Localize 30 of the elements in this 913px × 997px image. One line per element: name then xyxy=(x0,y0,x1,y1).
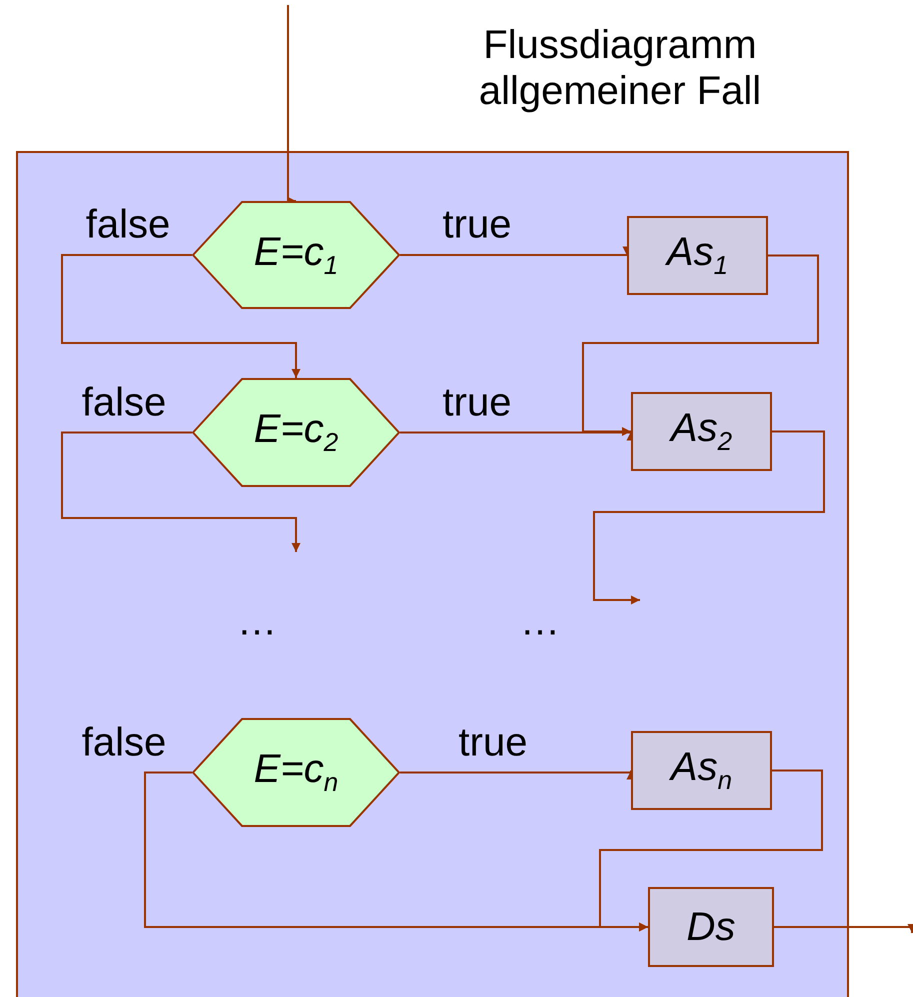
edge-label: false xyxy=(86,202,170,248)
edge-label: true xyxy=(442,380,512,426)
decision-hexagon xyxy=(192,378,400,487)
statement-label: As$_{2}$ xyxy=(670,406,732,457)
process-box xyxy=(631,731,772,810)
condition-label: E=c$_{1}$ xyxy=(254,230,338,280)
edge-label: true xyxy=(442,202,512,248)
arrow xyxy=(599,770,823,932)
arrow xyxy=(582,254,819,436)
arrow xyxy=(61,254,300,378)
process-box xyxy=(627,216,768,295)
panel xyxy=(16,151,849,997)
arrow xyxy=(593,430,825,604)
edge-label: false xyxy=(82,380,166,426)
edge-label: true xyxy=(458,720,528,766)
process-box xyxy=(631,392,772,471)
ellipsis-label: … xyxy=(520,600,560,644)
arrow xyxy=(774,924,913,933)
diagram-title: Flussdiagramm allgemeiner Fall xyxy=(478,22,762,114)
condition-label: E=c$_{n}$ xyxy=(254,747,338,798)
process-box xyxy=(648,887,774,967)
decision-hexagon xyxy=(192,718,400,827)
statement-label: Ds xyxy=(686,904,736,950)
arrow xyxy=(61,432,300,552)
condition-label: E=c$_{2}$ xyxy=(254,407,338,458)
edge-label: false xyxy=(82,720,166,766)
statement-label: As$_{1}$ xyxy=(666,230,728,281)
ellipsis-label: … xyxy=(237,600,277,644)
decision-hexagon xyxy=(192,201,400,309)
statement-label: As$_{n}$ xyxy=(670,745,732,796)
